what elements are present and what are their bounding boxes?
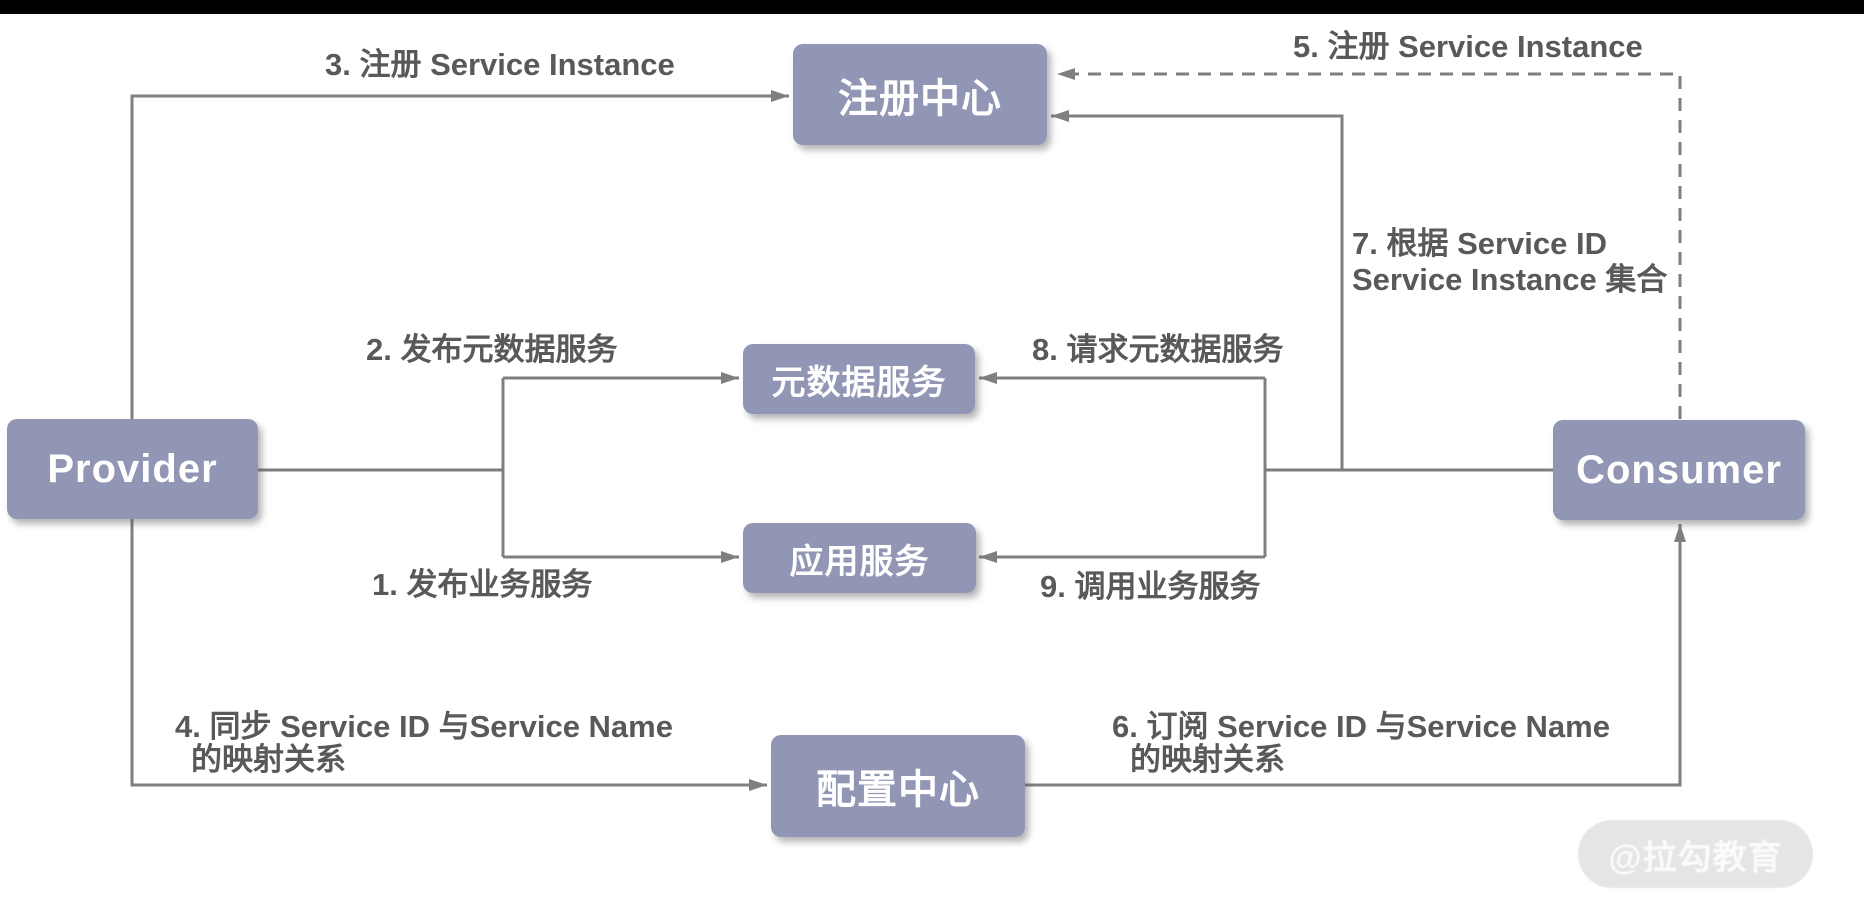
edge-label-6: 6. 订阅 Service ID 与Service Name 的映射关系: [1112, 710, 1610, 776]
node-app-label: 应用服务: [789, 542, 930, 581]
edge-5-register-service-instance-dashed: [1057, 68, 1682, 419]
edge-3-register-service-instance: [130, 90, 789, 419]
edge-label-1: 1. 发布业务服务: [372, 567, 593, 602]
edge-4-sync-mapping: [130, 519, 767, 791]
node-provider-label: Provider: [47, 446, 218, 491]
top-black-bar: [0, 0, 1864, 14]
edge-label-4: 4. 同步 Service ID 与Service Name 的映射关系: [175, 710, 673, 776]
edge-label-7-line2: Service Instance 集合: [1352, 262, 1668, 297]
edge-label-4-line1: 4. 同步 Service ID 与Service Name: [175, 709, 673, 744]
node-config-label: 配置中心: [816, 768, 980, 812]
node-provider: Provider: [7, 419, 258, 519]
watermark-text: @拉勾教育: [1608, 838, 1783, 877]
node-consumer-label: Consumer: [1576, 447, 1782, 492]
node-metadata-label: 元数据服务: [771, 363, 947, 402]
edge-label-6-line2: 的映射关系: [1130, 742, 1285, 777]
node-registry-label: 注册中心: [838, 76, 1002, 121]
node-metadata-service: 元数据服务: [743, 344, 975, 414]
edge-label-7-line1: 7. 根据 Service ID: [1352, 226, 1608, 261]
edge-6-subscribe-mapping: [1025, 524, 1686, 787]
edge-label-4-line2: 的映射关系: [191, 742, 346, 777]
node-config-center: 配置中心: [771, 735, 1025, 837]
node-registry-center: 注册中心: [793, 44, 1047, 145]
node-app-service: 应用服务: [743, 523, 976, 593]
edge-label-5: 5. 注册 Service Instance: [1293, 29, 1643, 64]
watermark-badge: @拉勾教育: [1578, 820, 1813, 888]
edge-7-query-service-instances: [1051, 110, 1344, 470]
node-consumer: Consumer: [1553, 420, 1805, 520]
edge-label-2: 2. 发布元数据服务: [366, 332, 618, 367]
edge-label-9: 9. 调用业务服务: [1040, 569, 1261, 604]
edge-label-8: 8. 请求元数据服务: [1032, 332, 1284, 367]
edge-label-6-line1: 6. 订阅 Service ID 与Service Name: [1112, 709, 1610, 744]
edge-label-7: 7. 根据 Service ID Service Instance 集合: [1352, 226, 1667, 298]
edge-label-3: 3. 注册 Service Instance: [325, 47, 675, 82]
